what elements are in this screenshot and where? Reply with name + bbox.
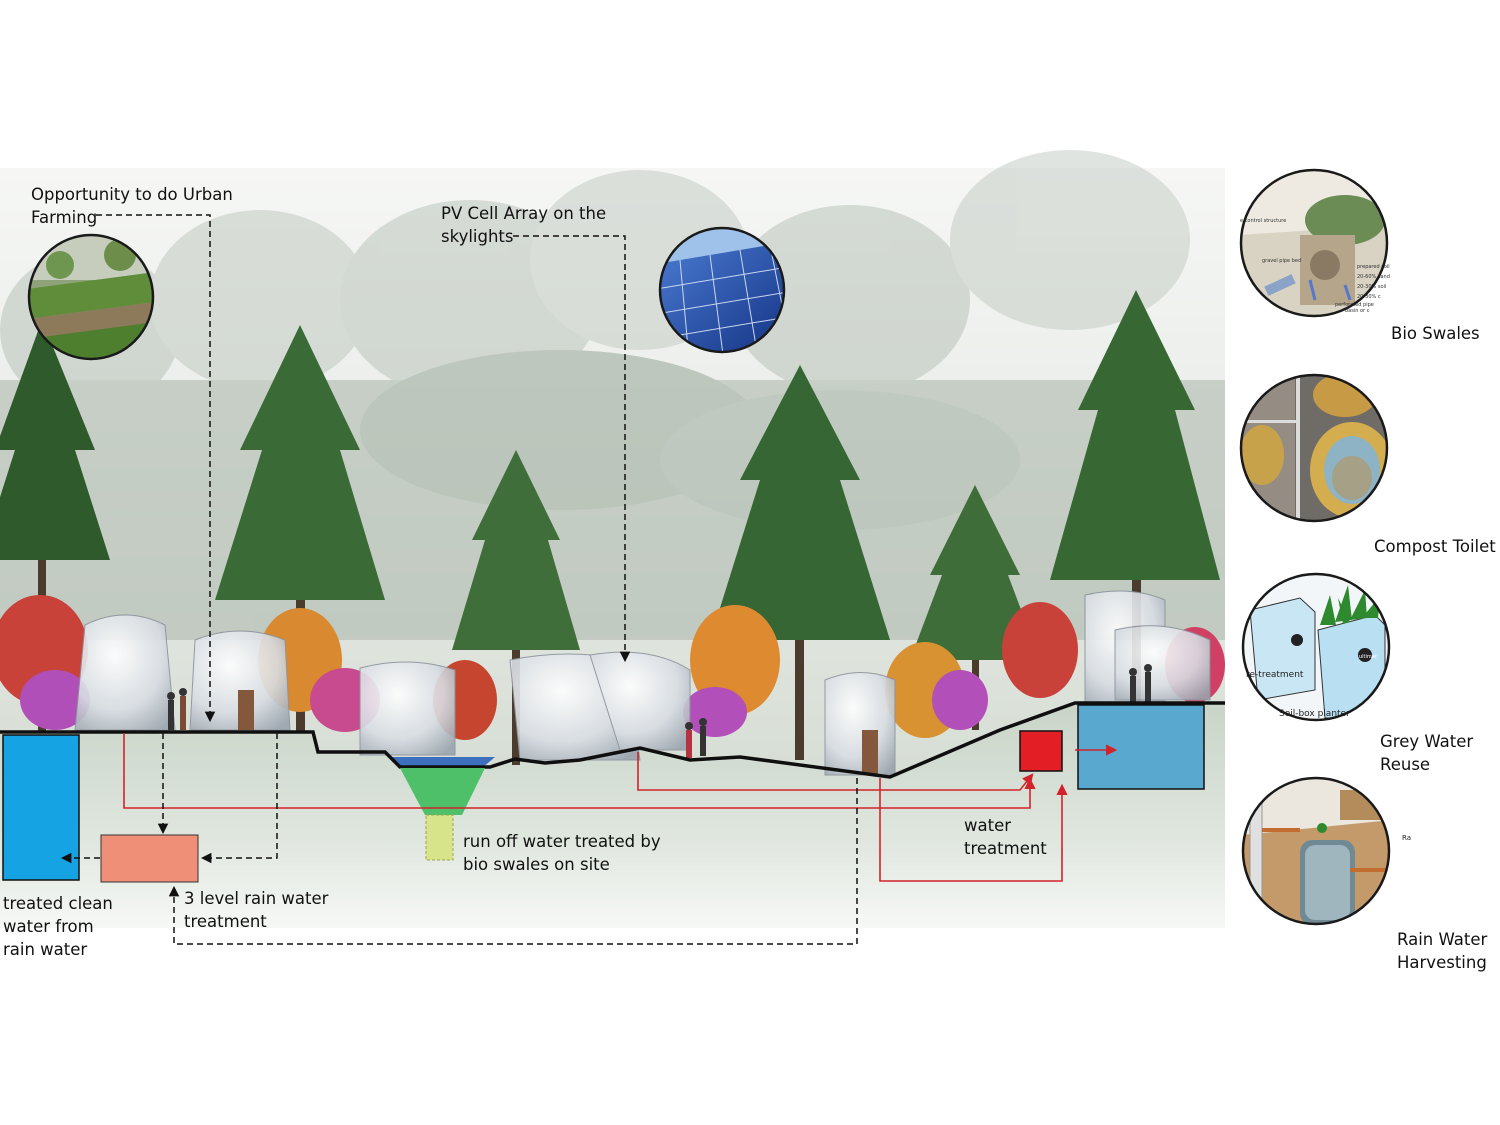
rain-treatment-label: 3 level rain water treatment <box>184 889 329 931</box>
people <box>167 664 1152 758</box>
caption-bio-swales: Bio Swales <box>1391 324 1480 343</box>
storage-tank <box>1077 704 1205 790</box>
water-treatment-label: water treatment <box>964 816 1047 858</box>
inset-text-pretreatment: re-treatment <box>1246 670 1304 680</box>
tree <box>710 365 890 760</box>
caption-grey-water: Grey Water Reuse <box>1380 732 1474 774</box>
ground-line <box>0 701 1225 779</box>
tree <box>1050 290 1220 705</box>
tree <box>215 325 385 732</box>
grey-water-photo: re-treatment Soil-box planter ultimat <box>1241 572 1391 722</box>
inset-text-prepared: prepared soil <box>1357 264 1390 270</box>
bioswale-funnel <box>400 768 485 815</box>
bio-swales-photo: e control structure gravel pipe bed prep… <box>1239 168 1390 318</box>
inset-text-ra: Ra <box>1402 834 1411 842</box>
caption-rain-harvesting: Rain Water Harvesting <box>1397 930 1488 972</box>
ground-fill <box>0 703 1225 928</box>
far-forest <box>0 150 1225 640</box>
inset-text-mix-3: 20-30% c <box>1357 294 1381 300</box>
caption-compost-toilet: Compost Toilet <box>1374 537 1496 556</box>
red-pipes <box>123 733 1118 882</box>
pv-array-photo <box>658 226 786 354</box>
water-treatment-box <box>1019 730 1063 772</box>
foreground-trees <box>0 290 1220 765</box>
bioswale-runoff-label: run off water treated by bio swales on s… <box>463 832 661 874</box>
dashed-flows <box>60 214 858 945</box>
inset-text-brand: ultimat <box>1359 654 1377 660</box>
pod-door <box>862 730 878 775</box>
tree <box>452 450 580 765</box>
rain-harvest-photo: Ra <box>1241 776 1411 926</box>
inset-text-soilbox: Soil-box planter <box>1279 709 1350 719</box>
inset-text-mix-1: 20-60% sand <box>1357 274 1390 280</box>
inset-text-basin: basin or c <box>1345 308 1370 314</box>
treatment-box <box>100 834 199 883</box>
tree <box>910 485 1040 730</box>
pv-array-label: PV Cell Array on the skylights <box>441 204 607 246</box>
compost-toilet-photo <box>1239 373 1389 523</box>
pod-door <box>238 690 254 730</box>
inset-text-gravel: gravel pipe bed <box>1262 258 1301 264</box>
urban-farming-label: Opportunity to do Urban Farming <box>31 185 233 227</box>
inset-text-control: e control structure <box>1240 218 1286 224</box>
treated-clean-water-label: treated clean water from rain water <box>3 894 113 959</box>
bioswale-filter <box>425 814 454 861</box>
